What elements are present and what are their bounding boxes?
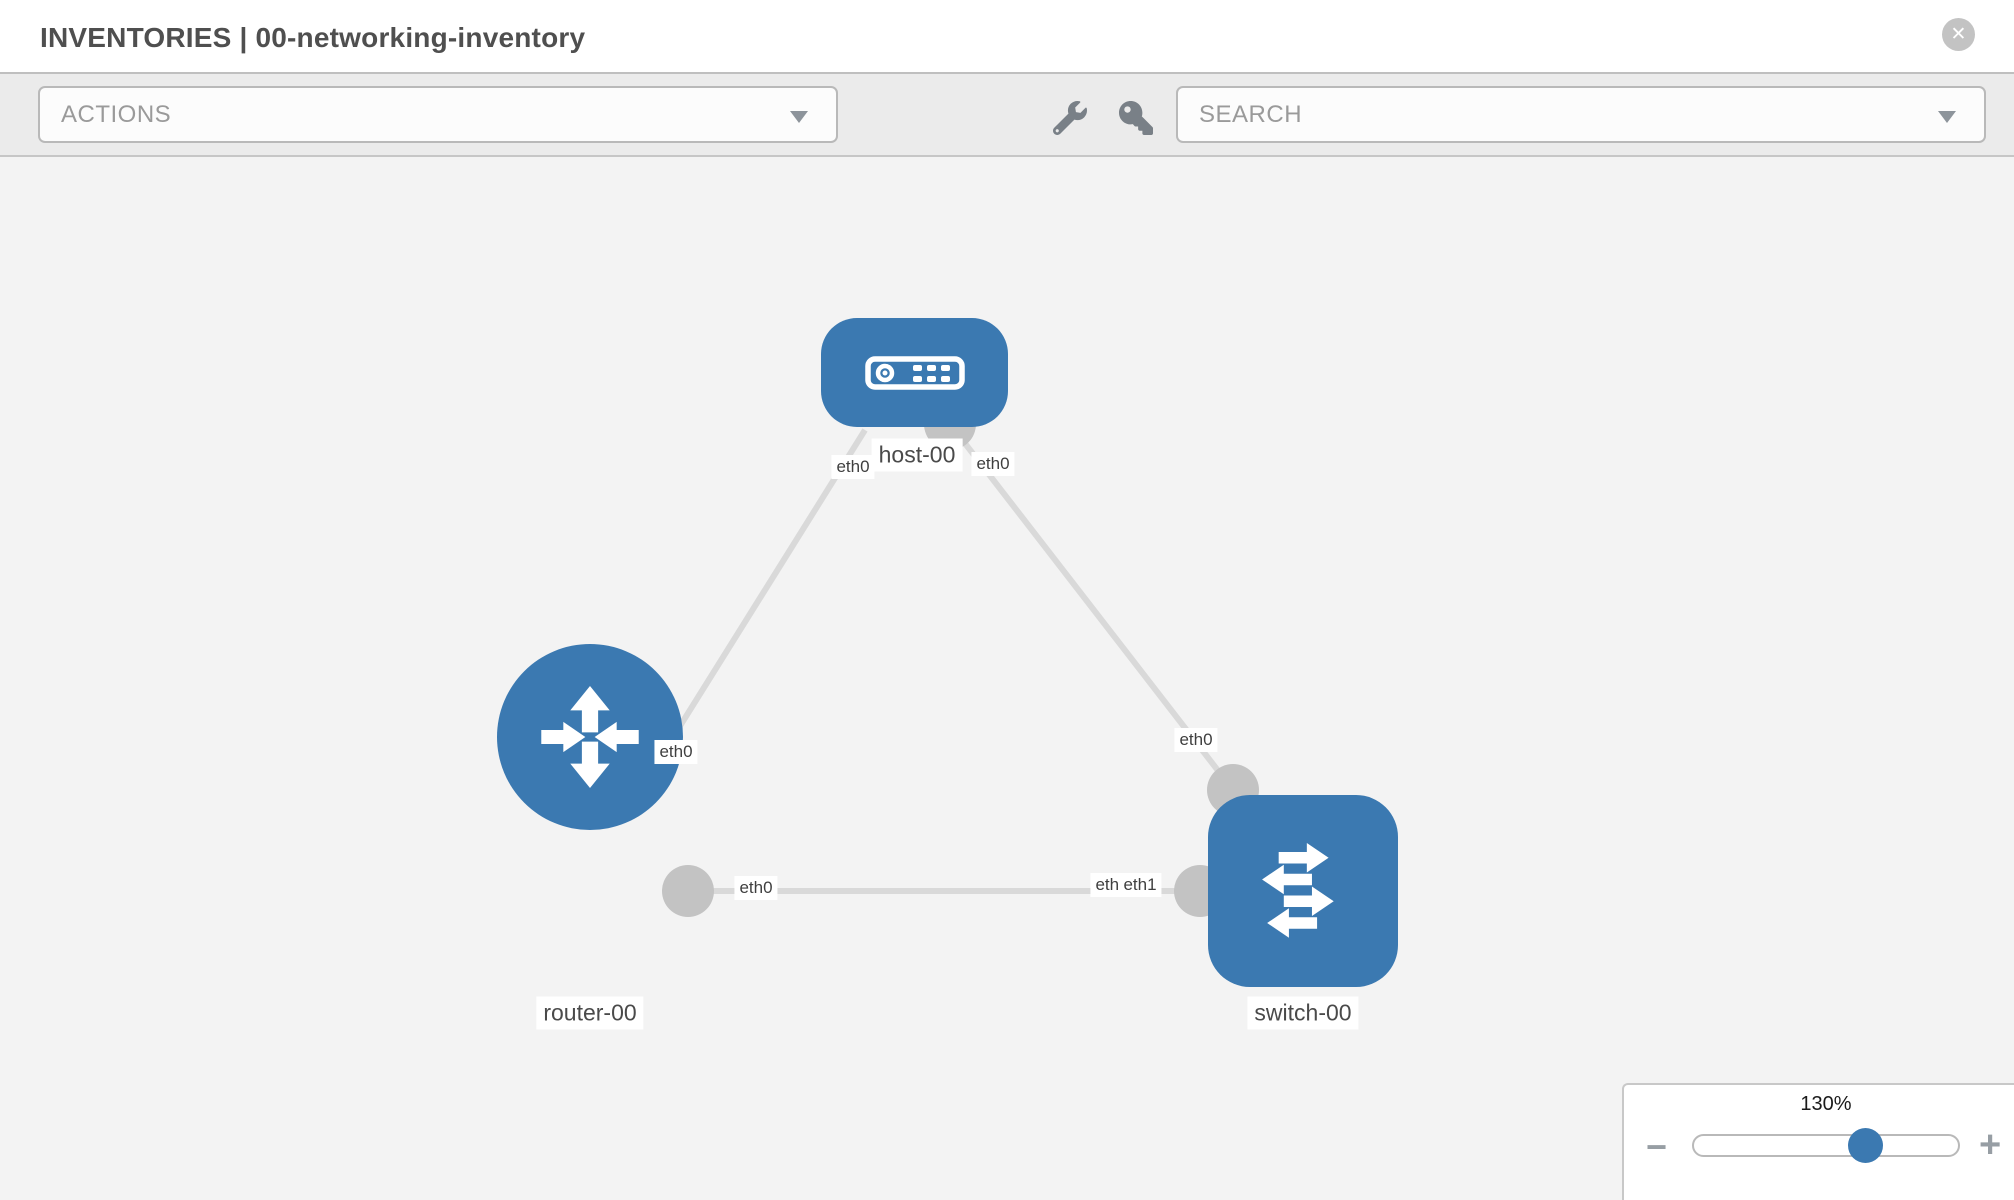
node-label-host: host-00 [871, 438, 963, 472]
close-icon[interactable]: ✕ [1942, 18, 1975, 51]
node-host-00[interactable] [821, 318, 1008, 427]
actions-dropdown[interactable]: ACTIONS [38, 86, 838, 143]
iface-label-mid-switch-over: eth1 [1118, 873, 1162, 897]
zoom-in-button[interactable]: + [1979, 1124, 2002, 1166]
window-header: INVENTORIES | 00-networking-inventory ✕ [0, 0, 2014, 72]
toolbar: ACTIONS SEARCH [0, 72, 2014, 157]
search-placeholder: SEARCH [1199, 101, 1303, 128]
wrench-icon[interactable] [1052, 101, 1087, 136]
iface-label-host-right: eth0 [971, 452, 1015, 476]
zoom-out-button[interactable]: − [1646, 1126, 1668, 1167]
zoom-control-panel: 130% − + [1622, 1083, 2014, 1200]
iface-label-host-left: eth0 [831, 455, 875, 479]
node-router-00[interactable] [497, 644, 683, 830]
node-label-switch: switch-00 [1247, 996, 1359, 1030]
page-title: INVENTORIES | 00-networking-inventory [40, 22, 586, 53]
chevron-down-icon [1938, 111, 1956, 123]
topology-canvas[interactable]: host-00 router-00 switch-00 eth0 eth0 et… [0, 157, 2014, 1200]
actions-dropdown-label: ACTIONS [61, 101, 172, 128]
zoom-slider-track[interactable] [1692, 1134, 1960, 1157]
iface-label-mid-router: eth0 [734, 876, 778, 900]
topology-links-layer [617, 398, 1259, 917]
node-label-router: router-00 [536, 996, 644, 1030]
host-device-icon [864, 355, 965, 390]
zoom-level: 130% [1800, 1093, 1852, 1115]
key-icon[interactable] [1119, 101, 1153, 135]
zoom-slider-thumb[interactable] [1848, 1128, 1883, 1163]
search-dropdown[interactable]: SEARCH [1176, 86, 1986, 143]
port-connector [662, 865, 714, 917]
chevron-down-icon [790, 111, 808, 123]
node-switch-00[interactable] [1208, 795, 1398, 987]
iface-label-switch-top: eth0 [1174, 728, 1218, 752]
iface-label-router-link: eth0 [654, 740, 698, 764]
switch-arrows-icon [1262, 843, 1334, 938]
router-arrows-icon [541, 685, 639, 789]
